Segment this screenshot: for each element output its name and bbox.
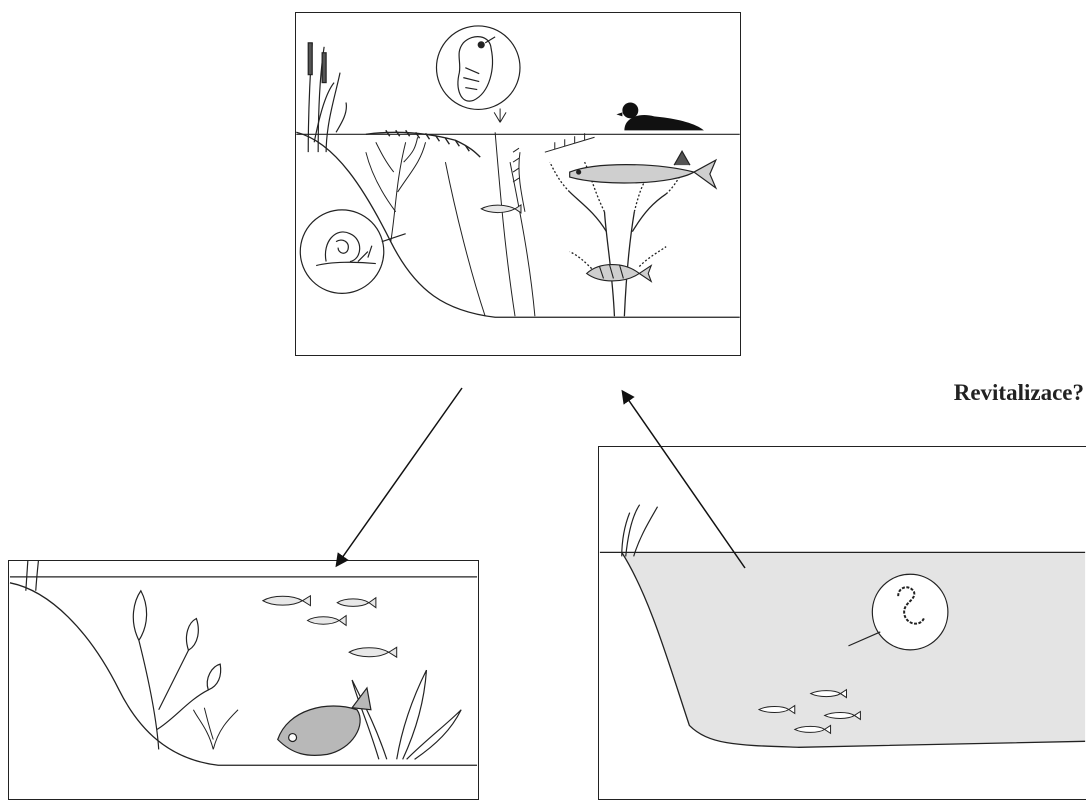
fish	[307, 616, 346, 626]
bream-fish	[278, 688, 371, 755]
snail-inset	[300, 210, 405, 294]
floating-leaf-plant	[545, 133, 595, 152]
small-fish	[481, 205, 521, 213]
revitalization-label: Revitalizace?	[954, 380, 1084, 406]
clear-water-illustration	[296, 13, 740, 355]
pike-fish	[570, 151, 716, 188]
arrow-clear-to-transitional	[337, 388, 462, 565]
transitional-state-panel	[8, 560, 479, 800]
reed-plant	[308, 43, 346, 152]
fish	[349, 647, 397, 657]
turbid-illustration	[599, 447, 1086, 799]
coot-bird	[616, 102, 703, 130]
perch-fish	[587, 265, 652, 282]
turbid-state-panel	[598, 446, 1086, 800]
clear-water-state-panel	[295, 12, 741, 356]
fish	[337, 598, 376, 608]
leafy-water-plant	[352, 670, 461, 759]
zooplankton-inset	[436, 26, 520, 110]
dense-submerged-plant	[550, 162, 684, 316]
reed-plant	[622, 505, 658, 557]
fish-school	[263, 596, 397, 657]
fish	[263, 596, 311, 606]
pondweed-plant	[133, 591, 220, 750]
small-submerged-plant	[193, 708, 238, 750]
reed-plant	[26, 561, 46, 591]
turbid-water-fill	[622, 552, 1085, 747]
lake-bottom-profile	[10, 583, 477, 765]
transitional-illustration	[9, 561, 478, 799]
